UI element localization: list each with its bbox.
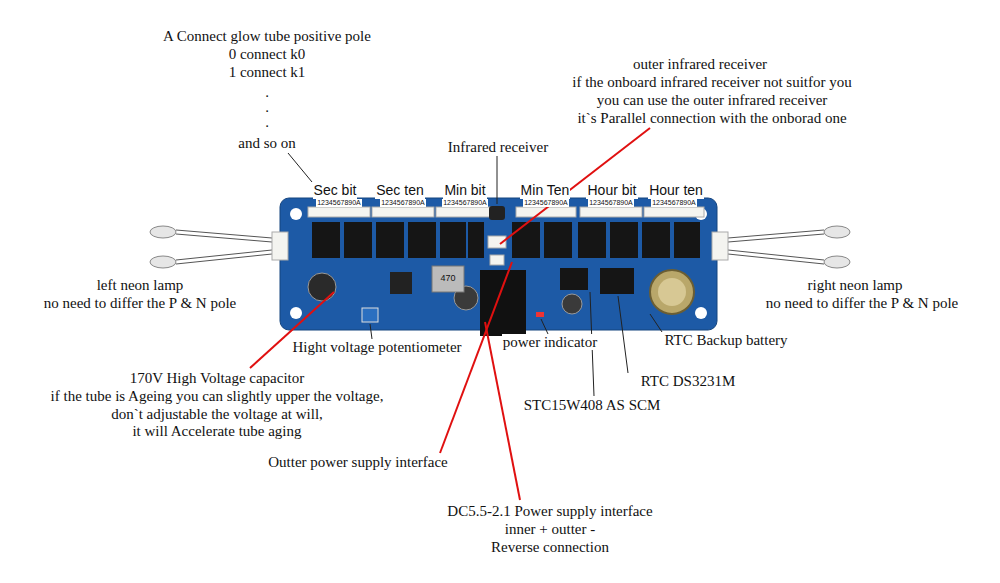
rtc-battery [650,270,694,314]
leader-line [288,153,312,182]
digit-label: Min bit [443,183,486,198]
chip [610,222,638,258]
chip [408,222,436,258]
lamp-connector [712,232,728,260]
annotation-text: left neon lamp [96,277,185,294]
lamp-wire [728,230,824,264]
chip [312,222,340,258]
annotation-text: Infrared receiver [447,139,549,156]
tube-connectors [308,207,704,217]
mosfet [390,272,412,294]
annotation-text: no need to differ the P & N pole [43,295,237,312]
pin-header [580,207,642,217]
chip [578,222,606,258]
annotation-text: inner + outter - [504,521,597,538]
annotation-text: RTC Backup battery [663,332,788,349]
pin-label: 1234567890A [523,199,569,207]
annotation-text: RTC DS3231M [640,373,737,390]
mcu-chip [560,268,588,290]
digit-label: Sec bit [313,183,358,198]
mounting-hole [290,208,302,220]
digit-label: Hour bit [586,183,637,198]
hv-capacitor [308,273,336,301]
pin-header [372,207,434,217]
chip [344,222,372,258]
potentiometer [362,308,378,322]
digit-label: Min Ten [520,183,571,198]
capacitor [562,294,582,314]
leader-line [440,262,512,453]
chip [544,222,572,258]
ir-connector [490,255,504,265]
neon-bulb [824,226,850,238]
red-leader-lines [250,128,650,500]
left-neon-lamps [150,226,272,268]
annotation-text: it`s Parallel connection with the onbora… [576,110,847,127]
annotation-text: . [264,114,270,131]
annotation-text: it will Accelerate tube aging [131,423,302,440]
pin-label: 1234567890A [651,199,697,207]
annotation-text: Outter power supply interface [267,454,449,471]
leader-line [497,156,498,204]
annotation-text: no need to differ the P & N pole [765,295,959,312]
annotation-text: DC5.5-2.1 Power supply interface [446,503,653,520]
lamp-wire [176,230,272,264]
annotation-text: 0 connect k0 [228,46,307,63]
neon-bulb [824,256,850,268]
annotation-text: you can use the outer infrared receiver [596,92,829,109]
leader-line [250,292,334,368]
leader-line [650,314,662,332]
mounting-hole [695,307,707,319]
annotation-text: Reverse connection [490,539,610,556]
digit-label: Hour ten [648,183,704,198]
leader-line [541,319,548,334]
digit-label: Sec ten [375,183,424,198]
leader-line [370,324,372,339]
chip [512,222,540,258]
pin-label: 1234567890A [442,199,488,207]
annotation-text: power indicator [502,334,599,351]
annotation-text: Hight voltage potentiometer [291,339,462,356]
annotation-text: A Connect glow tube positive pole [162,28,372,45]
pin-label: 1234567890A [588,199,634,207]
pin-header [436,207,494,217]
pin-label: 1234567890A [380,199,426,207]
pin-header [644,207,704,217]
neon-bulb [150,256,176,268]
right-neon-lamps [728,226,850,268]
chip [674,222,700,258]
annotation-text: STC15W408 AS SCM [523,397,662,414]
ir-receiver [489,206,505,220]
battery-cell [658,278,686,306]
silkscreen-text: 470 [439,274,456,284]
lamp-connector [272,232,288,260]
mounting-hole [290,307,302,319]
chip [642,222,670,258]
annotation-text: don`t adjustable the voltage at will, [110,406,324,423]
annotation-text: if the onboard infrared receiver not sui… [571,74,852,91]
annotation-text: 170V High Voltage capacitor [129,370,306,387]
power-led [536,312,544,317]
chip [468,222,484,258]
inductor [432,266,464,292]
annotation-text: outer infrared receiver [632,56,768,73]
annotation-text: if the tube is Ageing you can slightly u… [50,388,385,405]
neon-bulb [150,226,176,238]
chip [376,222,404,258]
pin-header [308,207,370,217]
annotation-text: right neon lamp [807,277,904,294]
rtc-chip [600,268,634,294]
annotation-text: 1 connect k1 [228,64,307,81]
pin-label: 1234567890A [316,199,362,207]
chip [440,222,466,258]
annotation-text: and so on [237,135,297,152]
leader-line [618,296,628,373]
